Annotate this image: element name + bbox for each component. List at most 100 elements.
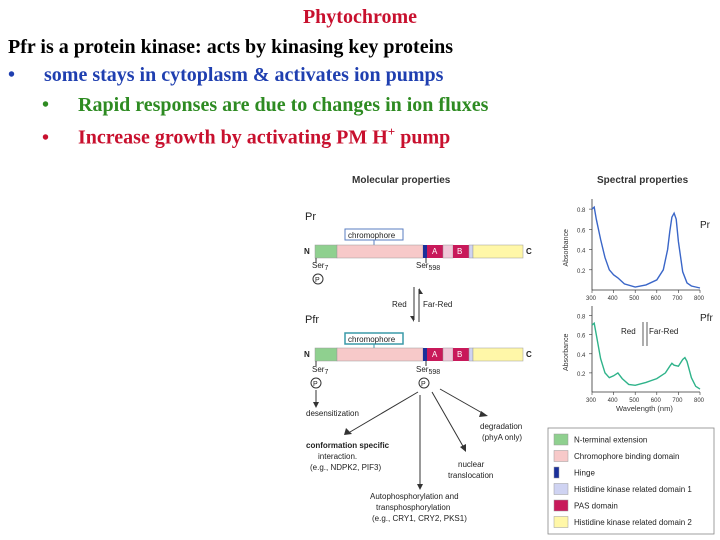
chart-1-xtick-label: 700: [672, 398, 683, 404]
chart-1-ytick-label: 0.8: [577, 315, 586, 321]
chart-0-ylabel: Absorbance: [563, 229, 570, 266]
chromophore-binding-domain-pfr: [336, 347, 424, 362]
head-auto: [417, 484, 423, 490]
linker: [442, 244, 454, 259]
slide-title: Phytochrome: [302, 6, 418, 28]
n-terminus-label: N: [304, 247, 310, 256]
chart-1-ytick-label: 0.2: [577, 372, 586, 378]
transphospho-label: transphosphorylation: [376, 503, 450, 512]
hkrd2: [472, 244, 524, 259]
bullet-1-text: some stays in cytoplasm & activates ion …: [44, 64, 444, 86]
far-red-label: Far-Red: [423, 300, 452, 309]
legend-swatch: [553, 450, 569, 462]
chart-0-xtick-label: 400: [608, 296, 619, 302]
autophospho-example-label: (e.g., CRY1, CRY2, PKS1): [372, 514, 467, 523]
chromophore-binding-domain: [336, 244, 424, 259]
legend-swatch: [553, 466, 560, 479]
pas-domain-b-pfr: [453, 348, 469, 361]
pas-b-label: B: [457, 247, 462, 256]
chart-1-series-line: [591, 321, 701, 390]
sub-bullet-2-text-a: Increase growth by activating PM H: [78, 126, 388, 149]
desensitization-label: desensitization: [306, 409, 359, 418]
spectral-properties-title: Spectral properties: [597, 175, 689, 186]
chart-1-xtick-label: 800: [694, 398, 705, 404]
legend-swatch: [553, 483, 569, 495]
legend-label: Hinge: [574, 469, 595, 478]
ser598-p-label-pfr: P: [421, 381, 426, 388]
autophospho-label: Autophosphorylation and: [370, 492, 459, 501]
bullet-marker: •: [8, 64, 16, 86]
chart-1-xlabel: Wavelength (nm): [616, 404, 673, 413]
chart-0-series-line: [591, 205, 701, 289]
c-terminus-label: C: [526, 247, 532, 256]
sub-bullet-2-text-b: pump: [395, 126, 451, 149]
red-arrow-head: [410, 316, 414, 322]
pas-b-label-pfr: B: [457, 350, 462, 359]
hkrd1-pfr: [468, 347, 474, 362]
pr-label: Pr: [305, 211, 316, 223]
outcome-arrows: [315, 388, 485, 486]
ser598-phospho-p-pfr: [418, 377, 430, 389]
ser7-phospho-p: [312, 273, 324, 285]
hinge: [423, 245, 427, 258]
head-nuc: [460, 444, 466, 452]
sub-bullet-2: •Increase growth by activating PM H+ pum…: [8, 124, 450, 150]
c-terminus-label-pfr: C: [526, 350, 532, 359]
legend-swatch: [553, 499, 569, 512]
chart-0-xtick-label: 600: [651, 296, 662, 302]
head-desens: [313, 402, 319, 408]
chart-1-xtick-label: 600: [651, 398, 662, 404]
arrow-degradation: [439, 388, 485, 415]
chart-0-xtick-label: 500: [629, 296, 640, 302]
ser7-phospho-p-pfr: [310, 377, 322, 389]
conformation-sub-label: interaction.: [318, 452, 357, 461]
chart-1-xtick-label: 300: [586, 398, 597, 404]
pas-a-label: A: [432, 247, 438, 256]
ser598-label-pfr: Ser598: [416, 365, 440, 376]
chart-0-xtick-label: 700: [672, 296, 683, 302]
legend-swatch: [553, 516, 569, 528]
n-terminal-domain-pfr: [314, 347, 338, 362]
chart-0-ytick-label: 0.4: [577, 249, 586, 255]
chart-1-title: Pfr: [700, 313, 713, 324]
conformation-example-label: (e.g., NDPK2, PIF3): [310, 463, 381, 472]
chromophore-label: chromophore: [348, 231, 396, 240]
chart-1-ylabel: Absorbance: [563, 334, 570, 371]
arrow-conformation: [349, 391, 419, 433]
pfr-label: Pfr: [305, 314, 319, 326]
bullet-marker: •: [42, 94, 50, 116]
far-red-arrow-head: [419, 288, 423, 294]
legend-label: N-terminal extension: [574, 436, 647, 445]
translocation-label: translocation: [448, 471, 493, 480]
chart-0-title: Pr: [700, 220, 711, 231]
legend-label: PAS domain: [574, 502, 618, 511]
pfr-panel-red-label: Red: [621, 327, 636, 336]
conformation-label: conformation specific: [306, 441, 390, 450]
outcome-arrow-heads: [313, 402, 488, 490]
molecular-properties-title: Molecular properties: [352, 175, 451, 186]
text-line-1: Pfr is a protein kinase: acts by kinasin…: [8, 36, 454, 58]
legend-swatch: [553, 433, 569, 446]
hkrd2-pfr: [472, 347, 524, 362]
legend-label: Histidine kinase related domain 1: [574, 485, 692, 494]
pas-domain-b: [453, 245, 469, 258]
chart-0-ytick-label: 0.6: [577, 228, 586, 234]
ser7-p-label-pfr: P: [313, 381, 318, 388]
ser598-label: Ser598: [416, 261, 440, 272]
red-label: Red: [392, 300, 407, 309]
pfr-panel-far-red-label: Far-Red: [649, 327, 678, 336]
chart-0-xtick-label: 300: [586, 296, 597, 302]
head-degr: [479, 411, 488, 417]
chart-0-xtick-label: 800: [694, 296, 705, 302]
chart-1-xtick-label: 500: [629, 398, 640, 404]
ser7-label: Ser7: [312, 261, 328, 272]
ser7-label-pfr: Ser7: [312, 365, 328, 376]
linker-pfr: [442, 347, 454, 362]
chart-1-ytick-label: 0.4: [577, 353, 586, 359]
head-conf: [344, 428, 352, 435]
pas-domain-a-pfr: [427, 348, 443, 361]
bullet-marker: •: [42, 126, 50, 149]
sub-bullet-1: •Rapid responses are due to changes in i…: [8, 94, 488, 117]
